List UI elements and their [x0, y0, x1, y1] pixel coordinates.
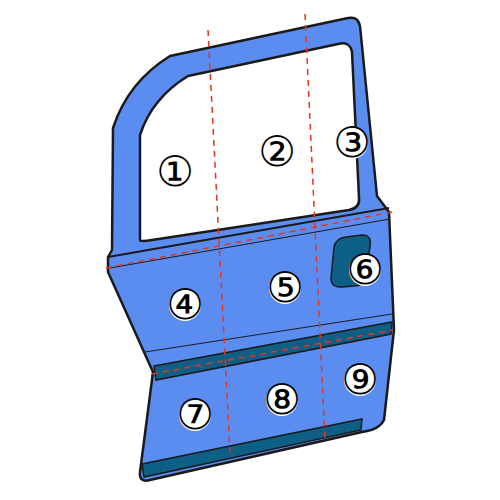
- callout-number: ①: [156, 151, 194, 193]
- callout-ground: [349, 254, 381, 286]
- callout-ground: [169, 289, 201, 321]
- callout-number: ⑨: [341, 359, 379, 401]
- callout-ground: [179, 399, 211, 431]
- lower-molding: [142, 419, 362, 477]
- door-body: [108, 18, 394, 481]
- zone-lines: [106, 14, 393, 452]
- callout-number: ⑤: [266, 267, 304, 309]
- callout-ground: [269, 272, 301, 304]
- zone-line: [208, 30, 230, 452]
- callout-ground: [261, 136, 293, 168]
- callout-number: ④: [166, 284, 204, 326]
- callout-number: ⑧: [263, 379, 301, 421]
- callout-number: ⑥: [346, 249, 384, 291]
- callout-number: ②: [258, 131, 296, 173]
- window-opening: [140, 43, 359, 241]
- callout-ground: [159, 156, 191, 188]
- callout-ground: [344, 364, 376, 396]
- callout-number: ⑦: [176, 394, 214, 436]
- callout-ground: [266, 384, 298, 416]
- callout-ground: [336, 127, 368, 159]
- callout-number: ③: [333, 122, 371, 164]
